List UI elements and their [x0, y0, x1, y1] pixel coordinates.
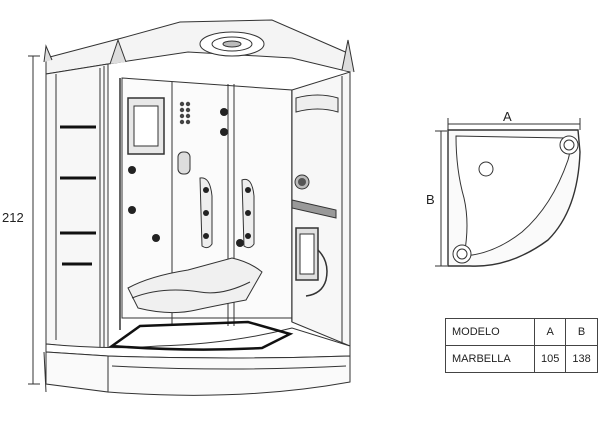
height-dimension — [28, 55, 40, 385]
tray-outline — [108, 320, 294, 351]
tray-drain — [478, 161, 494, 177]
tray-corner-lb — [452, 244, 472, 264]
massage-jets — [128, 108, 244, 247]
spec-table-header: MODELO A B — [445, 318, 598, 346]
header-a: A — [533, 318, 567, 346]
corner-shelves — [60, 125, 96, 266]
cabin-base-skirt — [45, 351, 109, 393]
spec-table: MODELO A B MARBELLA 105 138 — [445, 318, 598, 373]
speaker-grille — [179, 101, 191, 125]
shower-hose — [305, 249, 328, 297]
jet-column-left — [199, 177, 213, 249]
cell-b-value: 138 — [565, 345, 598, 373]
height-label: 212 — [2, 210, 24, 225]
shower-cabin — [43, 19, 355, 396]
tray-top-view — [435, 118, 581, 267]
header-modelo: MODELO — [445, 318, 535, 346]
soap-shelf — [291, 199, 337, 219]
cabin-seat — [127, 257, 263, 314]
cell-model-name: MARBELLA — [445, 345, 535, 373]
header-b: B — [565, 318, 598, 346]
cabin-roof — [45, 19, 351, 75]
cell-a-value: 105 — [533, 345, 567, 373]
depth-label: B — [426, 192, 435, 207]
width-label: A — [503, 109, 512, 124]
control-panel — [177, 151, 191, 175]
jet-column-right — [241, 178, 255, 249]
cabin-left-panel — [45, 63, 109, 351]
tray-corner-rt — [559, 135, 579, 155]
spec-table-row: MARBELLA 105 138 — [445, 345, 598, 373]
